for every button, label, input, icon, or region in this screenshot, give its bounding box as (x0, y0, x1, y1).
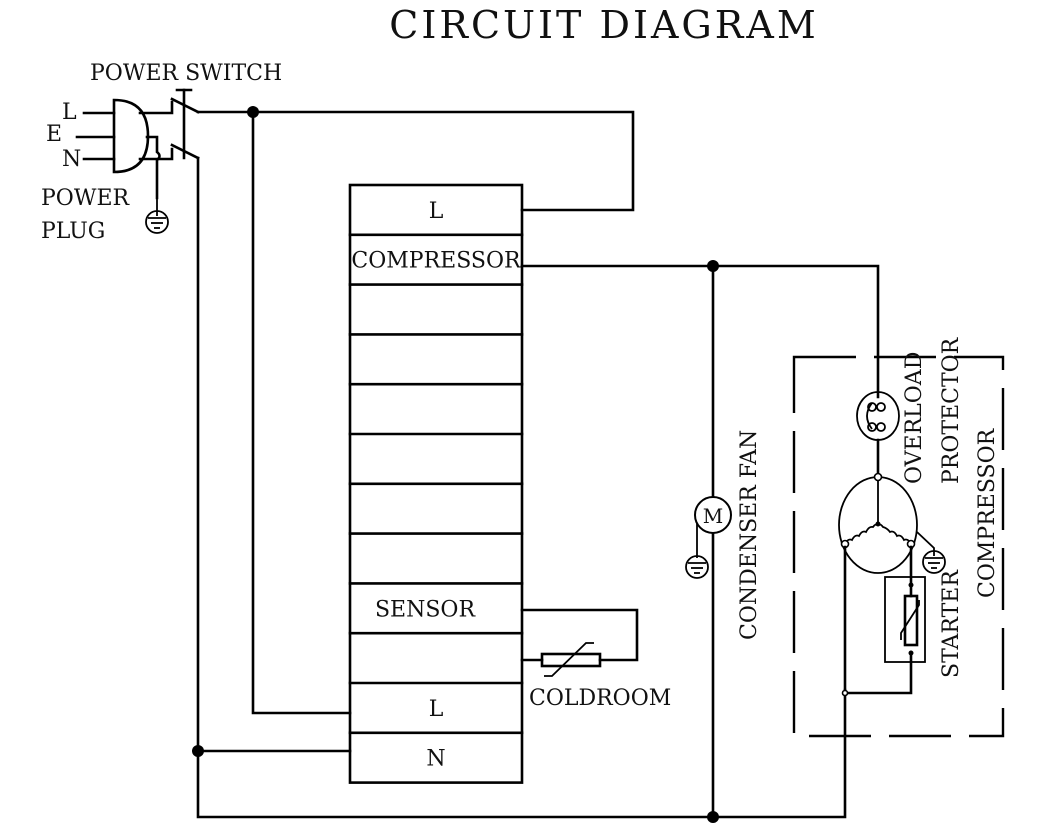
plug-earth-line (145, 135, 161, 200)
terminal-row-1: COMPRESSOR (351, 249, 522, 274)
motor-icon (694, 496, 732, 534)
wire-neutral-return (196, 156, 847, 819)
pin-label-n: N (62, 147, 81, 172)
compressor-label: COMPRESSOR (975, 427, 1000, 598)
plug-n-line (138, 147, 174, 161)
diagram-title: CIRCUIT DIAGRAM (389, 3, 818, 47)
wire-compressor-output (520, 264, 880, 399)
thermistor-icon (540, 652, 602, 668)
coldroom-label: COLDROOM (529, 686, 671, 711)
plug-body (112, 98, 150, 174)
ground-icon (145, 198, 169, 234)
terminal-row-8: SENSOR (375, 597, 476, 622)
switch-contact-l (170, 97, 200, 114)
pin-label-e: E (46, 122, 62, 147)
compressor-enclosure (792, 355, 1005, 738)
power-plug-label-2: PLUG (41, 219, 105, 244)
protector-label: PROTECTOR (939, 336, 964, 484)
coldroom-sensor: COLDROOM (529, 642, 671, 711)
starter-label: STARTER (939, 569, 964, 678)
terminal-row-10: L (429, 697, 444, 722)
power-switch[interactable]: POWER SWITCH (90, 61, 282, 160)
condenser-fan-label: CONDENSER FAN (737, 430, 762, 640)
power-switch-label: POWER SWITCH (90, 61, 282, 86)
pin-label-l: L (62, 100, 77, 125)
terminal-row-11: N (426, 747, 445, 772)
thermistor-slash (544, 642, 594, 677)
ground-icon (922, 550, 946, 574)
compressor-motor-icon (838, 472, 935, 574)
terminal-row-0: L (429, 199, 444, 224)
plug-l-line (138, 100, 174, 115)
wire-sensor-1 (520, 608, 639, 662)
wiring (192, 106, 880, 823)
switch-contact-n (170, 143, 200, 160)
overload-protector-icon (856, 391, 900, 480)
wire-live-to-controller-l (196, 110, 635, 212)
power-plug: L E N POWER PLUG (41, 98, 174, 244)
motor-symbol: M (703, 504, 723, 528)
overload-label: OVERLOAD (902, 352, 927, 484)
compressor-unit: OVERLOAD PROTECTOR STARTER COMPRESSOR (792, 336, 1005, 738)
starter-icon (884, 576, 926, 663)
power-plug-label-1: POWER (41, 186, 131, 211)
wire-live-to-controller-l-bottom (251, 110, 352, 715)
junction-neutral-fan (707, 811, 719, 823)
ground-icon (685, 555, 709, 579)
condenser-fan: M CONDENSER FAN (685, 430, 762, 640)
